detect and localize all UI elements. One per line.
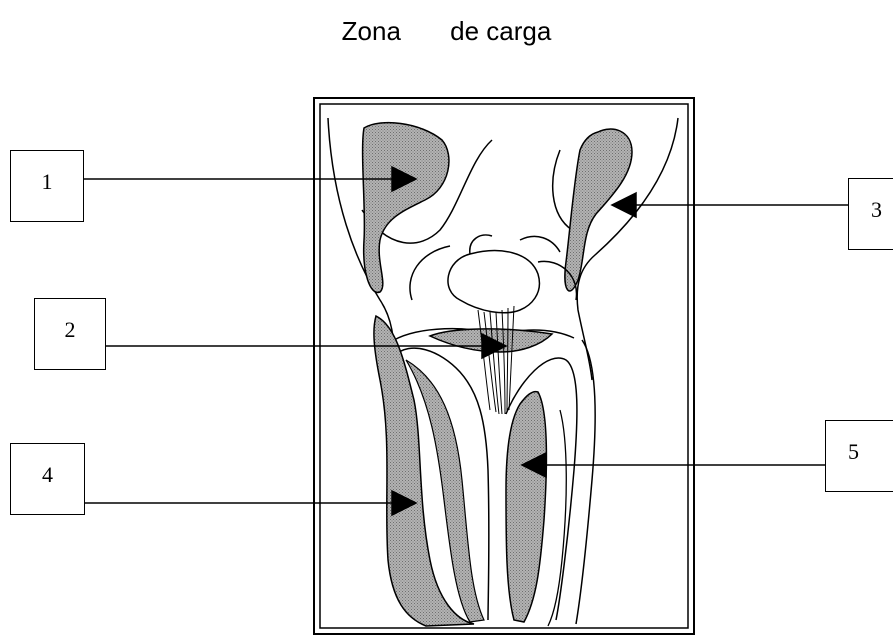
label-box-4: 4 <box>10 443 85 515</box>
patella <box>448 251 539 313</box>
label-box-5: 5 <box>825 420 893 492</box>
label-box-2: 2 <box>34 298 106 370</box>
zone-1-shaded <box>363 123 449 293</box>
label-box-1: 1 <box>10 150 84 222</box>
zone-5-shaded <box>506 392 546 622</box>
ligament-fibres <box>478 306 514 414</box>
label-box-3: 3 <box>848 178 893 250</box>
fibula-outline <box>548 410 566 626</box>
